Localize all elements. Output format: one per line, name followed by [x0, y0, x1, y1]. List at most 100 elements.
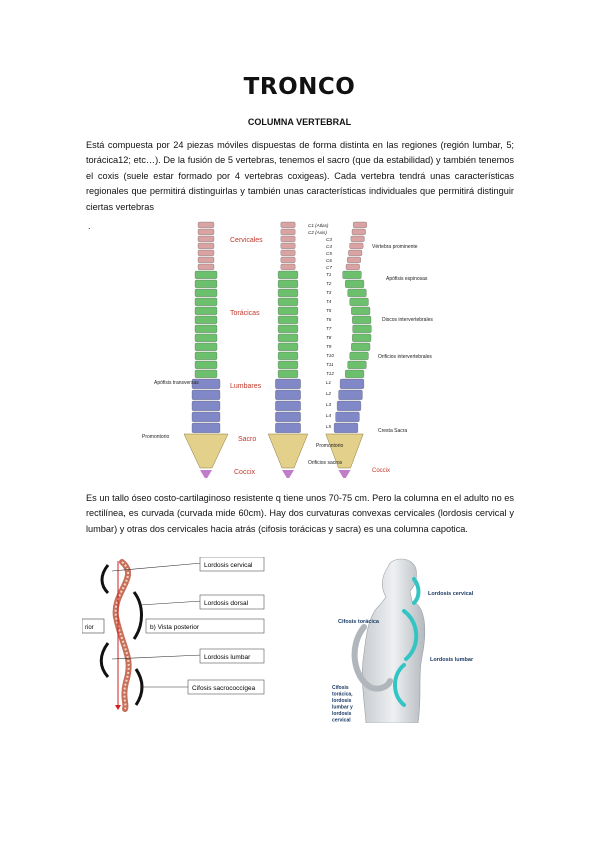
combined-label-line: cervical — [332, 718, 351, 724]
thoracic-vertebra — [277, 279, 299, 288]
thoracic-vertebra — [342, 270, 362, 279]
label-orificios-sacros: Orificios sacros — [308, 460, 343, 466]
cervical-vertebra — [280, 235, 296, 242]
lumbar-vertebra — [191, 378, 221, 389]
lumbar-vertebra — [191, 389, 221, 400]
cervical-vertebra — [280, 228, 296, 235]
combined-label-line: lordosis — [332, 698, 352, 704]
label-rior: rior — [85, 625, 94, 631]
label-coccix-right: Coccix — [372, 468, 390, 474]
vertebra-label: T12 — [326, 371, 334, 376]
cervical-vertebra — [280, 221, 296, 228]
vertebra-label: C1 (Atlas) — [308, 223, 329, 228]
vertebra-label: T6 — [326, 317, 332, 322]
cervical-vertebra — [280, 256, 296, 263]
vertebra-label: T8 — [326, 335, 332, 340]
thoracic-vertebra — [194, 324, 218, 333]
cervical-vertebra — [280, 242, 296, 249]
label-lordosis-lumbar-right: Lordosis lumbar — [430, 657, 474, 663]
cervical-vertebra — [197, 256, 215, 263]
vertebra-label: L1 — [326, 380, 332, 385]
lumbar-vertebra — [191, 400, 221, 411]
cervical-vertebra — [197, 221, 215, 228]
sacrum — [325, 433, 364, 469]
spine-anterior-view — [183, 221, 229, 478]
thoracic-vertebra — [352, 315, 372, 324]
lumbar-vertebra — [191, 411, 221, 422]
label-cervicales: Cervicales — [230, 237, 263, 244]
label-orificios: Orificios intervertebrales — [378, 354, 432, 360]
vertebra-label: L3 — [326, 402, 332, 407]
cervical-vertebra — [345, 263, 360, 270]
combined-label-line: Cifosis — [332, 685, 349, 691]
thoracic-vertebra — [277, 369, 299, 378]
thoracic-vertebra — [194, 351, 218, 360]
thoracic-vertebra — [277, 288, 299, 297]
coccyx — [338, 470, 351, 478]
thoracic-vertebra — [351, 306, 371, 315]
lumbar-vertebra — [335, 411, 360, 422]
vertebra-label: T3 — [326, 290, 332, 295]
vertebra-label: T4 — [326, 299, 332, 304]
label-vertebra-prominente: Vértebra prominente — [372, 244, 418, 250]
thoracic-vertebra — [277, 324, 299, 333]
human-spine-silhouette: Lordosis cervical Cifosis torácica Lordo… — [332, 558, 474, 723]
thoracic-vertebra — [194, 342, 218, 351]
cervical-vertebra — [197, 249, 215, 256]
lumbar-vertebra — [275, 422, 301, 433]
label-discos: Discos intervertebrales — [382, 317, 433, 323]
label-vista-posterior: b) Vista posterior — [150, 624, 200, 631]
cervical-vertebra — [349, 242, 364, 249]
cervical-vertebra — [351, 228, 366, 235]
thoracic-vertebra — [352, 324, 372, 333]
spine-lateral-view — [325, 221, 372, 478]
cervical-vertebra — [197, 263, 215, 270]
thoracic-vertebra — [194, 270, 218, 279]
thoracic-vertebra — [277, 360, 299, 369]
thoracic-vertebra — [277, 342, 299, 351]
thoracic-vertebra — [277, 306, 299, 315]
stray-dot: . — [88, 221, 91, 231]
thoracic-vertebra — [194, 360, 218, 369]
cervical-vertebra — [197, 228, 215, 235]
label-lordosis-cervical-right: Lordosis cervical — [428, 591, 474, 597]
vertebra-label: C5 — [326, 251, 332, 256]
curvature-diagram: rior Lordosis cervical Lordosis dorsal b… — [82, 557, 265, 712]
thoracic-vertebra — [351, 342, 371, 351]
lumbar-vertebra — [338, 389, 363, 400]
thoracic-vertebra — [194, 333, 218, 342]
combined-label-line: lordosis — [332, 711, 352, 717]
thoracic-vertebra — [347, 360, 367, 369]
sacrum — [183, 433, 229, 469]
vertebra-label: T5 — [326, 308, 332, 313]
lumbar-vertebra — [339, 378, 365, 389]
label-lumbares: Lumbares — [230, 383, 262, 390]
combined-label-line: torácica, — [332, 692, 353, 698]
thoracic-vertebra — [194, 297, 218, 306]
label-lordosis-lumbar: Lordosis lumbar — [204, 654, 251, 661]
spine-posterior-view — [267, 221, 309, 478]
thoracic-vertebra — [277, 270, 299, 279]
label-cifosis-toracica: Cifosis torácica — [338, 619, 380, 625]
vertebra-label: C4 — [326, 244, 332, 249]
vertebra-label: T7 — [326, 326, 332, 331]
thoracic-vertebra — [194, 306, 218, 315]
thoracic-vertebra — [194, 288, 218, 297]
cervical-vertebra — [347, 256, 361, 263]
thoracic-vertebra — [194, 369, 218, 378]
label-toracicas: Torácicas — [230, 310, 260, 317]
coccyx — [200, 470, 212, 478]
label-apofisis-transversas: Apófisis transversas — [154, 380, 199, 386]
paragraph-intro: Está compuesta por 24 piezas móviles dis… — [86, 140, 514, 212]
label-cifosis-sacrococcigea: Cifosis sacrococcígea — [192, 685, 256, 692]
cervical-vertebra — [350, 235, 365, 242]
vertebra-label: T11 — [326, 362, 334, 367]
lumbar-vertebra — [275, 411, 301, 422]
cervical-vertebra — [348, 249, 363, 256]
thoracic-vertebra — [352, 333, 372, 342]
label-apofisis-espinosas: Apófisis espinosas — [386, 276, 428, 282]
vertebra-label: C6 — [326, 258, 332, 263]
label-cresta-sacra: Cresta Sacra — [378, 428, 407, 434]
